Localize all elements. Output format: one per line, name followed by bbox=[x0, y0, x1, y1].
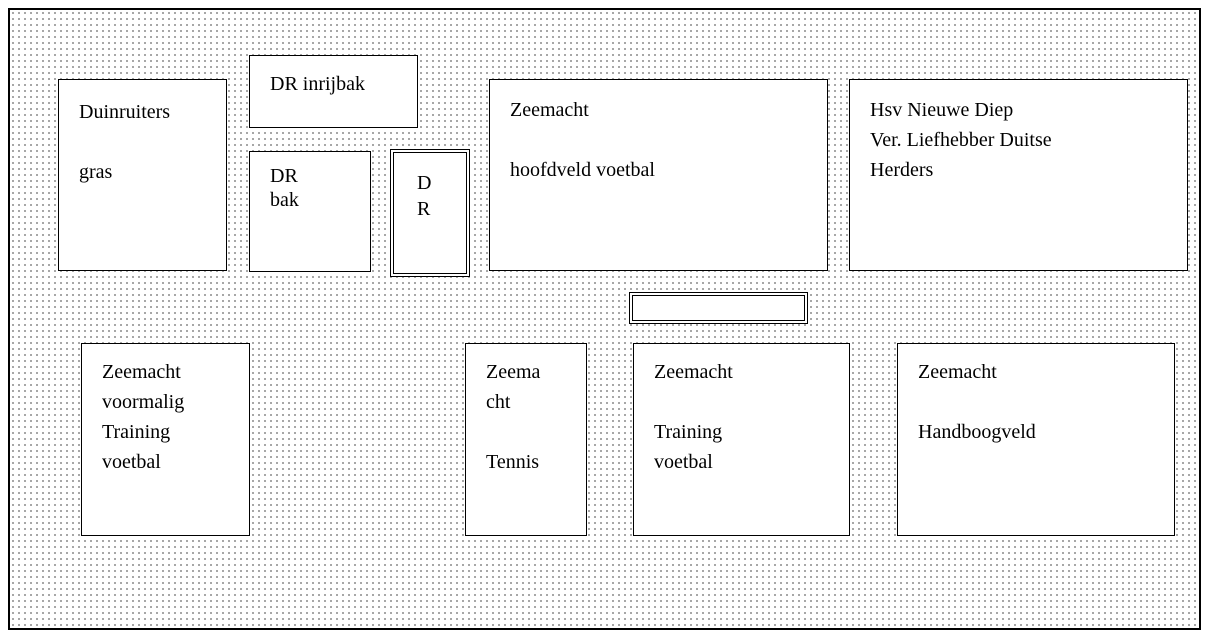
field-zeemacht-voormalig: Zeemacht voormalig Training voetbal bbox=[81, 343, 250, 536]
field-dr-small: D R bbox=[390, 149, 470, 277]
field-label-line: hoofdveld voetbal bbox=[510, 159, 655, 181]
field-label-line: Zeemacht bbox=[654, 361, 733, 383]
field-hsv-nieuwe-diep: Hsv Nieuwe Diep Ver. Liefhebber Duitse H… bbox=[849, 79, 1188, 271]
field-label-line: DR bbox=[270, 165, 298, 187]
field-label-line: voormalig bbox=[102, 391, 185, 413]
field-label-line: Duinruiters bbox=[79, 101, 171, 123]
field-label-line: R bbox=[417, 198, 431, 220]
field-label-line: gras bbox=[79, 161, 113, 183]
field-dr-inrijbak: DR inrijbak bbox=[249, 55, 418, 128]
field-label-line: Herders bbox=[870, 159, 934, 181]
field-label-line: voetbal bbox=[654, 451, 713, 473]
field-label-line: Hsv Nieuwe Diep bbox=[870, 99, 1014, 121]
field-zeemacht-tennis: Zeema cht Tennis bbox=[465, 343, 587, 536]
field-label-line: Training bbox=[102, 421, 171, 443]
field-label-line: bak bbox=[270, 189, 299, 211]
field-label-line: Zeemacht bbox=[102, 361, 181, 383]
field-label-line: Zeemacht bbox=[918, 361, 997, 383]
field-label-line: Training bbox=[654, 421, 723, 443]
field-zeemacht-training: Zeemacht Training voetbal bbox=[633, 343, 850, 536]
field-label-line: cht bbox=[486, 391, 511, 413]
field-zeemacht-hoofdveld: Zeemacht hoofdveld voetbal bbox=[489, 79, 828, 271]
field-dr-bak: DR bak bbox=[249, 151, 371, 272]
field-zeemacht-handboog: Zeemacht Handboogveld bbox=[897, 343, 1175, 536]
divider-bar bbox=[629, 292, 808, 324]
field-label-line: Tennis bbox=[486, 451, 540, 473]
field-label-line: DR inrijbak bbox=[270, 73, 365, 95]
field-label-line: Zeema bbox=[486, 361, 541, 383]
field-label-line: Ver. Liefhebber Duitse bbox=[870, 129, 1052, 151]
field-label-line: Handboogveld bbox=[918, 421, 1036, 443]
field-label-line: voetbal bbox=[102, 451, 161, 473]
field-duinruiters-gras: Duinruiters gras bbox=[58, 79, 227, 271]
field-label-line: Zeemacht bbox=[510, 99, 589, 121]
field-label-line: D bbox=[417, 172, 432, 194]
